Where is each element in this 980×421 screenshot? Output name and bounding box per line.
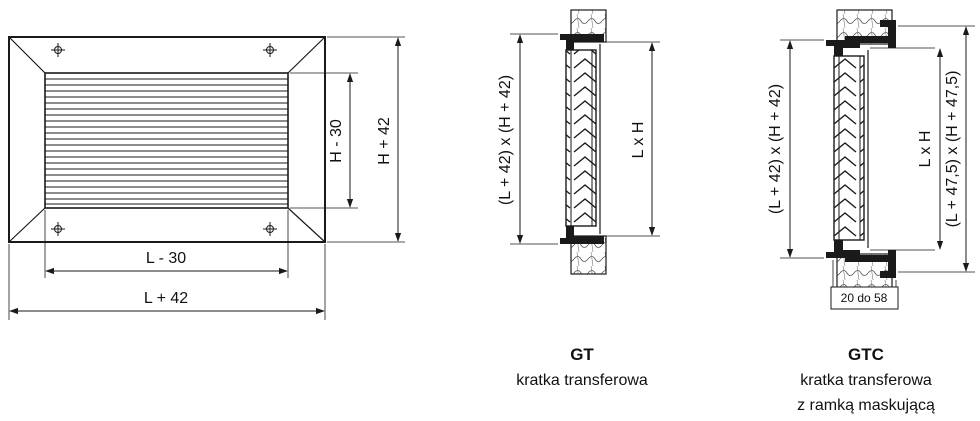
bevel-line xyxy=(287,207,326,243)
gt-subtitle: kratka transferowa xyxy=(516,372,648,389)
frame-flange xyxy=(826,40,860,56)
screw-hole-icon xyxy=(263,222,277,236)
masking-frame xyxy=(880,20,896,36)
dim-inner-height: H - 30 xyxy=(328,119,345,163)
outer-frame xyxy=(8,36,326,243)
extension-lines xyxy=(8,36,405,320)
gtc-dim-nominal: L x H xyxy=(917,131,934,168)
dim-inner-width: L - 30 xyxy=(146,250,186,267)
gt-dim-outer: (L + 42) x (H + 42) xyxy=(497,75,514,205)
gtc-dim-outer: (L + 42) x (H + 42) xyxy=(767,84,784,214)
dim-outer-height: H + 42 xyxy=(376,117,393,165)
masking-frame xyxy=(845,250,896,262)
gt-section-view: (L + 42) x (H + 42) L x H GT kratka tran… xyxy=(497,9,660,389)
gtc-section-view: (L + 42) x (H + 42) L x H (L + 47,5) x (… xyxy=(767,9,975,414)
gtc-dim-frame: (L + 47,5) x (H + 47,5) xyxy=(944,71,961,228)
gtc-subtitle-line1: kratka transferowa xyxy=(800,372,932,389)
gtc-dim-wall: 20 do 58 xyxy=(841,291,888,305)
bevel-line xyxy=(287,36,326,74)
screw-hole-icon xyxy=(263,43,277,57)
masking-frame xyxy=(845,36,896,48)
front-view: L - 30 L + 42 H - 30 H + 42 xyxy=(8,36,405,320)
gtc-subtitle-line2: z ramką maskującą xyxy=(797,397,935,414)
frame-flange xyxy=(826,240,860,258)
bevel-line xyxy=(8,207,46,243)
screw-hole-icon xyxy=(51,222,65,236)
screw-hole-icon xyxy=(51,43,65,57)
dim-outer-width: L + 42 xyxy=(144,290,188,307)
inner-opening xyxy=(44,72,289,209)
wall-thickness-box xyxy=(830,286,899,310)
frame-flange xyxy=(560,34,604,50)
masking-frame xyxy=(880,262,896,278)
gt-title: GT xyxy=(570,345,594,364)
frame-flange xyxy=(560,226,604,244)
gtc-title: GTC xyxy=(848,345,884,364)
gt-dim-nominal: L x H xyxy=(630,122,647,159)
louvers xyxy=(45,78,288,205)
bevel-line xyxy=(8,36,46,74)
